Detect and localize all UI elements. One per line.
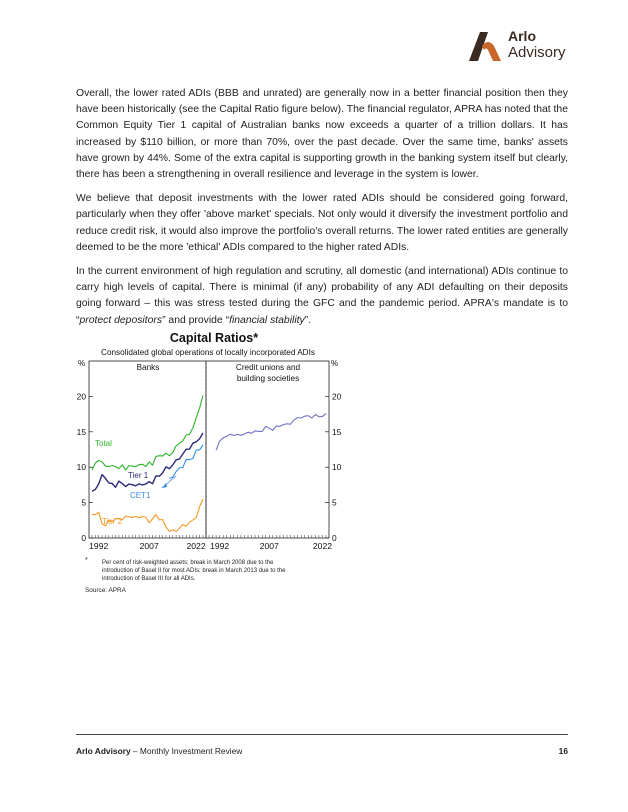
series-line-p0-total — [91, 395, 204, 471]
logo-dark-stroke — [469, 32, 488, 61]
page-footer: Arlo Advisory – Monthly Investment Revie… — [76, 746, 568, 756]
left-unit-label: % — [78, 359, 85, 368]
chart-dynamic-layer: 0 0 5 5 10 10 15 15 20 20 1992 2007 2022 1992 2007 2022 — [77, 360, 342, 551]
y-tick-label-left-0: 0 — [81, 533, 86, 543]
x-tick-label-p0-2: 2022 — [187, 541, 206, 551]
cet1-pointer-arrowhead — [162, 483, 167, 488]
series-label-tier1: Tier 1 — [128, 471, 149, 480]
y-tick-label-right-1: 5 — [332, 498, 337, 508]
capital-ratios-chart: Capital Ratios* Consolidated global oper… — [77, 331, 342, 594]
y-tick-label-left-4: 20 — [77, 391, 87, 401]
series-label-total: Total — [95, 439, 112, 448]
capital-ratios-figure: Capital Ratios* Consolidated global oper… — [76, 328, 356, 598]
page-number: 16 — [558, 746, 568, 756]
paragraph-3-part-a: In the current environment of high regul… — [76, 266, 568, 326]
panel-label-banks: Banks — [137, 363, 160, 372]
x-tick-label-p0-0: 1992 — [89, 541, 108, 551]
y-tick-label-left-1: 5 — [81, 498, 86, 508]
x-tick-label-p1-2: 2022 — [313, 541, 332, 551]
chart-subtitle: Consolidated global operations of locall… — [101, 348, 315, 357]
brand-logo: Arlo Advisory — [466, 26, 576, 66]
y-tick-label-left-3: 15 — [77, 427, 87, 437]
y-tick-label-right-0: 0 — [332, 533, 337, 543]
y-tick-label-right-4: 20 — [332, 391, 342, 401]
paragraph-3-part-c: ”. — [304, 314, 312, 326]
x-tick-label-p0-1: 2007 — [140, 541, 159, 551]
article-body: Overall, the lower rated ADIs (BBB and u… — [76, 86, 568, 337]
logo-accent-stroke — [482, 42, 501, 61]
logo-text-line2: Advisory — [508, 44, 566, 61]
footnote-mark: * — [85, 557, 88, 564]
footer-subtitle: – Monthly Investment Review — [130, 746, 243, 756]
paragraph-2: We believe that deposit investments with… — [76, 193, 568, 253]
footnote-line-3: introduction of Basel III for all ADIs. — [102, 576, 196, 582]
x-tick-label-p1-0: 1992 — [210, 541, 229, 551]
paragraph-3-part-b: ” and provide “ — [162, 314, 230, 326]
y-tick-label-left-2: 10 — [77, 462, 87, 472]
paragraph-1: Overall, the lower rated ADIs (BBB and u… — [76, 88, 568, 181]
y-tick-label-right-3: 15 — [332, 427, 342, 437]
panel-label-cu-line1: Credit unions and — [236, 363, 301, 372]
series-line-p0-tier-2 — [91, 498, 204, 533]
panel-label-cu-line2: building societies — [237, 374, 299, 383]
y-tick-label-right-2: 10 — [332, 462, 342, 472]
series-line-p0-tier-1 — [91, 432, 204, 492]
footer-divider — [76, 734, 568, 735]
series-line-p1-cu — [215, 412, 327, 451]
series-line-p0-cet1 — [169, 444, 204, 479]
right-unit-label: % — [331, 359, 338, 368]
arlo-logo-icon — [469, 32, 501, 61]
paragraph-3-emphasis-1: protect depositors — [79, 314, 163, 326]
footnote-line-2: introduction of Basel II for most ADIs; … — [102, 568, 286, 574]
paragraph-3: In the current environment of high regul… — [76, 264, 568, 329]
series-label-cet1: CET1 — [130, 491, 151, 500]
paragraph-3-emphasis-2: financial stability — [229, 314, 305, 326]
plot-frame-1 — [205, 360, 330, 539]
logo-text-line1: Arlo — [508, 28, 536, 44]
footer-brand: Arlo Advisory — [76, 746, 131, 756]
footnote-line-1: Per cent of risk-weighted assets; break … — [102, 560, 274, 566]
x-tick-label-p1-1: 2007 — [260, 541, 279, 551]
chart-source: Source: APRA — [85, 587, 127, 594]
chart-title: Capital Ratios* — [170, 331, 258, 345]
